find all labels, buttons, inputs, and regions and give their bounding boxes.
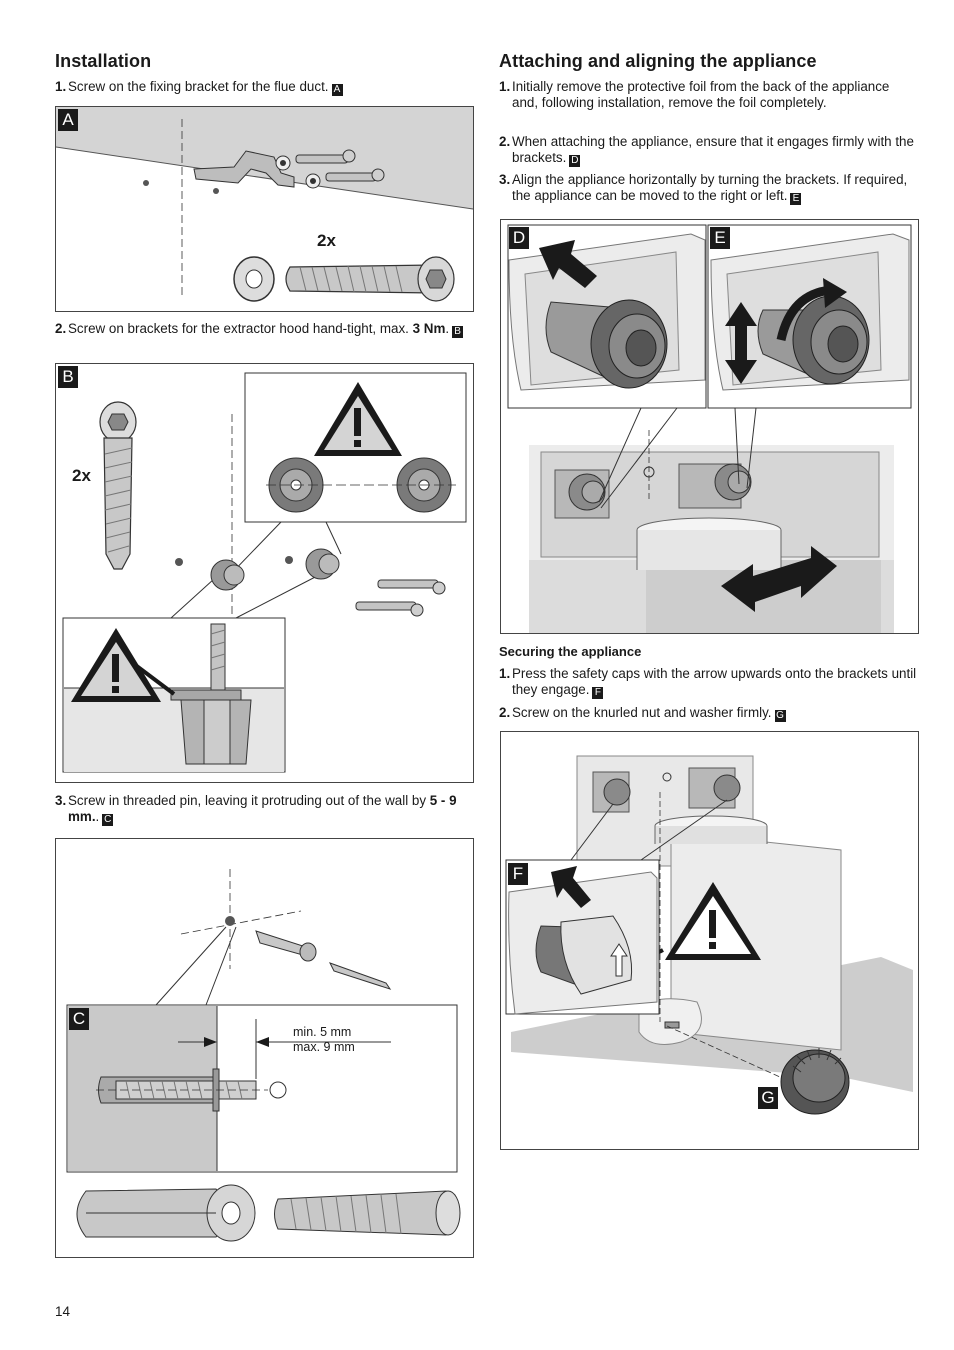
installation-heading: Installation [55, 51, 152, 71]
figure-b-quantity-label: 2x [72, 466, 91, 485]
step-number: 2. [55, 321, 67, 336]
figure-c-illustration [66, 869, 461, 1242]
figure-ref-badge: B [452, 326, 464, 338]
step-text: Screw on brackets for the extractor hood… [68, 321, 413, 336]
step-tail: . [95, 809, 100, 824]
step-tail: . [445, 321, 450, 336]
attaching-step-2: 2. When attaching the appliance, ensure … [499, 134, 917, 167]
figure-b-illustration [62, 372, 467, 773]
figure-c-dimension-labels: min. 5 mm max. 9 mm [293, 1025, 355, 1055]
min-dimension-label: min. 5 mm [293, 1025, 352, 1039]
step-text: Screw in threaded pin, leaving it protru… [68, 793, 430, 808]
figure-ref-badge: A [331, 84, 343, 96]
step-number: 1. [55, 79, 67, 94]
attaching-step-1: 1. Initially remove the protective foil … [499, 79, 917, 111]
figure-d-letter: D [509, 227, 529, 249]
attaching-step-3: 3. Align the appliance horizontally by t… [499, 172, 917, 205]
figure-b-letter: B [58, 366, 78, 388]
step-text: Initially remove the protective foil fro… [512, 79, 890, 110]
step-number: 2. [499, 705, 511, 720]
figure-c: C min. 5 mm max. 9 mm [55, 838, 474, 1258]
attaching-heading: Attaching and aligning the appliance [499, 51, 817, 71]
figure-ref-badge: F [592, 687, 604, 699]
figure-a: A 2x [55, 106, 474, 312]
figure-ref-badge: C [102, 814, 114, 826]
figure-b: B 2x [55, 363, 474, 783]
figure-g-letter: G [758, 1087, 778, 1109]
figure-a-quantity-label: 2x [317, 231, 336, 250]
step-text: Press the safety caps with the arrow upw… [512, 666, 917, 697]
figure-c-letter: C [69, 1008, 89, 1030]
installation-step-1: 1. Screw on the fixing bracket for the f… [55, 79, 473, 96]
installation-step-3: 3. Screw in threaded pin, leaving it pro… [55, 793, 473, 826]
figure-d-e-illustration [507, 224, 912, 633]
page-number: 14 [55, 1304, 71, 1319]
step-text: When attaching the appliance, ensure tha… [512, 134, 914, 165]
figure-ref-badge: D [569, 155, 581, 167]
step-text: Screw on the knurled nut and washer firm… [512, 705, 772, 720]
figure-d-e: D E [500, 219, 919, 634]
securing-subheading: Securing the appliance [499, 644, 642, 659]
step-bold-value: 5 - 9 mm. [68, 793, 457, 824]
figure-ref-badge: E [790, 193, 802, 205]
step-number: 2. [499, 134, 511, 149]
max-dimension-label: max. 9 mm [293, 1040, 355, 1054]
step-number: 1. [499, 79, 511, 94]
figure-e-letter: E [710, 227, 730, 249]
step-number: 3. [55, 793, 67, 808]
securing-step-1: 1. Press the safety caps with the arrow … [499, 666, 917, 699]
figure-ref-badge: G [774, 710, 786, 722]
securing-step-2: 2. Screw on the knurled nut and washer f… [499, 705, 917, 722]
figure-a-illustration [56, 107, 473, 302]
figure-f-g-illustration [505, 755, 913, 1115]
step-text: Align the appliance horizontally by turn… [512, 172, 908, 203]
figure-f-letter: F [508, 863, 528, 885]
figure-f-g: F G [500, 731, 919, 1150]
step-bold-value: 3 Nm [412, 321, 446, 336]
step-number: 1. [499, 666, 511, 681]
step-text: Screw on the fixing bracket for the flue… [68, 79, 329, 94]
installation-step-2: 2. Screw on brackets for the extractor h… [55, 321, 473, 338]
step-number: 3. [499, 172, 511, 187]
figure-a-letter: A [58, 109, 78, 131]
